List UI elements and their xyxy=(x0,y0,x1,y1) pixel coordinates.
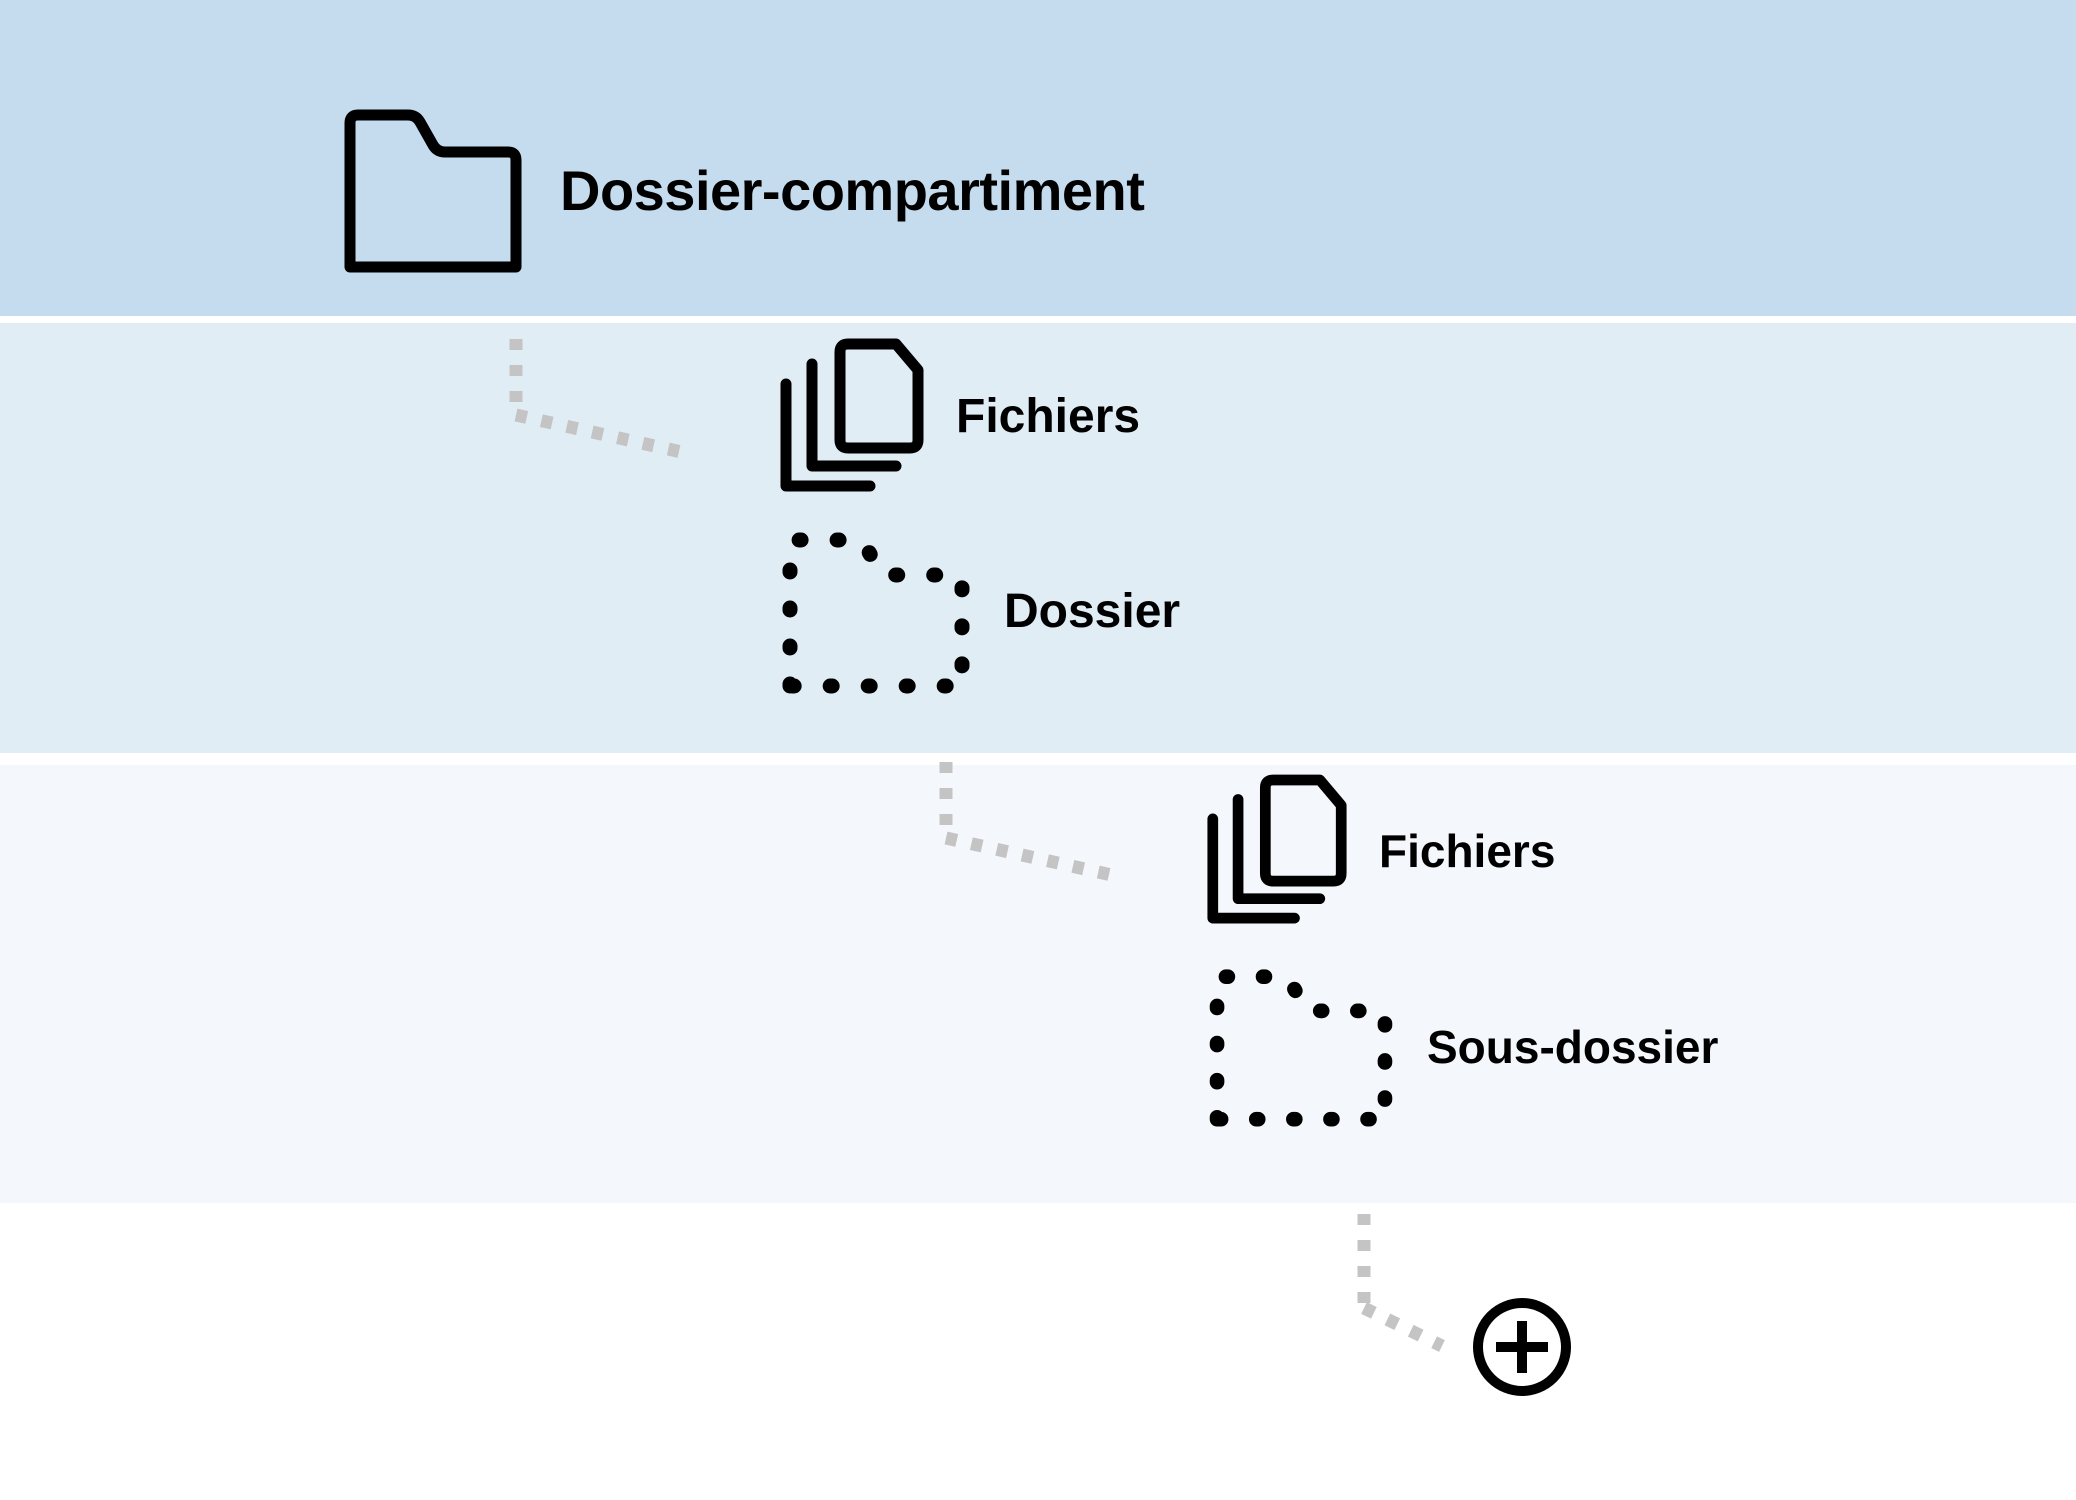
node-files-level-1[interactable]: Fichiers xyxy=(778,336,1140,498)
documents-stack-icon xyxy=(1205,772,1349,930)
node-files-level-2[interactable]: Fichiers xyxy=(1205,772,1555,930)
documents-stack-icon xyxy=(778,336,926,498)
folder-solid-outline-icon xyxy=(340,105,526,277)
node-add-level-3[interactable] xyxy=(1470,1295,1574,1399)
node-compartment-folder[interactable]: Dossier-compartiment xyxy=(340,105,1145,277)
node-subfolder-level-2[interactable]: Sous-dossier xyxy=(1205,965,1718,1129)
node-folder-level-1[interactable]: Dossier xyxy=(778,528,1180,696)
node-label-folder-level-1: Dossier xyxy=(1004,585,1181,638)
node-label-compartment-folder: Dossier-compartiment xyxy=(560,159,1145,222)
level-band-subfolder xyxy=(0,765,2076,1203)
plus-circle-icon[interactable] xyxy=(1470,1295,1574,1399)
folder-dashed-icon xyxy=(778,528,974,696)
level-band-folder xyxy=(0,323,2076,753)
folder-dashed-icon xyxy=(1205,965,1397,1129)
node-label-files-level-2: Fichiers xyxy=(1379,825,1556,877)
node-label-files-level-1: Fichiers xyxy=(956,390,1141,443)
node-label-subfolder-level-2: Sous-dossier xyxy=(1427,1021,1719,1073)
